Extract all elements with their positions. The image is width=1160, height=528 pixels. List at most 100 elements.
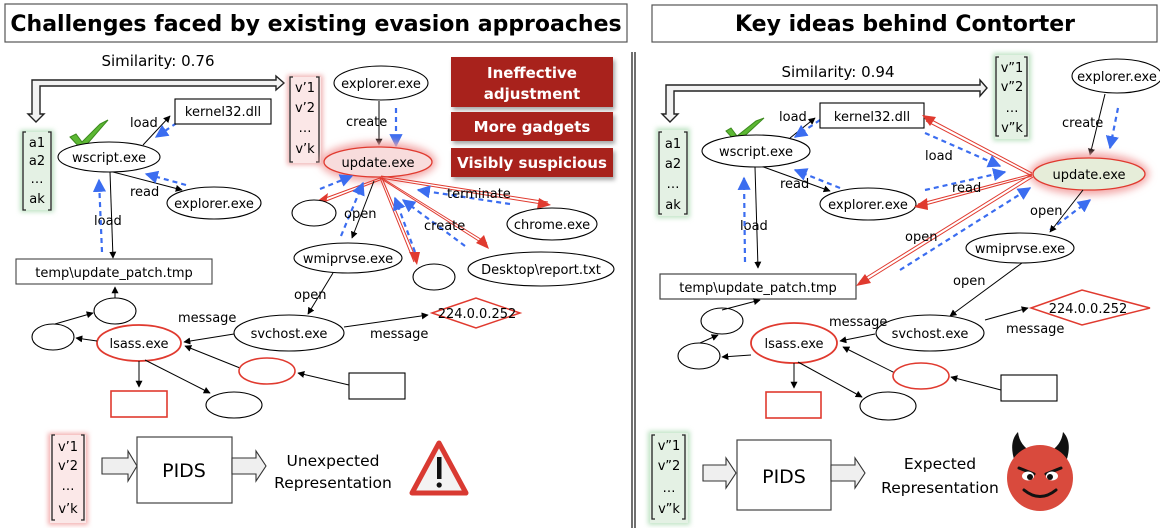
edge-label: message	[370, 327, 428, 342]
svg-text:wmiprvse.exe: wmiprvse.exe	[303, 252, 393, 267]
vec-v-item: v’k	[295, 142, 315, 157]
svg-text:v’2: v’2	[58, 459, 78, 474]
node-svchost	[233, 314, 345, 352]
svg-text:create: create	[1062, 116, 1103, 131]
svg-text:read: read	[952, 181, 981, 196]
svg-text:More gadgets: More gadgets	[474, 118, 591, 136]
left-vector-v	[289, 77, 321, 163]
node-wscript	[701, 134, 811, 168]
svg-text:PIDS: PIDS	[762, 466, 806, 488]
node-wmiprvse	[293, 242, 403, 274]
left-bottom-vector	[50, 435, 86, 523]
node-temp-file	[659, 273, 857, 300]
svg-text:a2: a2	[665, 157, 681, 172]
svg-text:v”1: v”1	[1001, 61, 1023, 76]
node-explorer-top	[333, 65, 429, 101]
right-vector-v	[995, 55, 1029, 139]
left-panel-title: Challenges faced by existing evasion app…	[10, 12, 621, 37]
node-box	[1000, 374, 1058, 402]
right-similarity-label: Similarity: 0.94	[781, 63, 894, 81]
svg-text:read: read	[780, 177, 809, 192]
badge-ineffective	[451, 57, 613, 107]
svg-text:PIDS: PIDS	[162, 460, 206, 482]
svg-text:Ineffective: Ineffective	[487, 64, 577, 82]
warning-icon	[409, 440, 469, 496]
edge-label: terminate	[447, 187, 511, 202]
svg-text:explorer.exe: explorer.exe	[174, 197, 254, 212]
left-title-box	[4, 3, 628, 43]
vec-v-item: v’2	[295, 101, 315, 116]
node-wmiprvse	[965, 232, 1075, 264]
svg-text:load: load	[925, 149, 953, 164]
node-anon	[93, 297, 137, 325]
svg-text:v”1: v”1	[658, 439, 680, 454]
svg-text:Desktop\report.txt: Desktop\report.txt	[481, 263, 601, 278]
left-vector-a	[22, 132, 52, 210]
vec-a-item: …	[31, 172, 44, 187]
svg-text:message: message	[1006, 322, 1064, 337]
svg-text:a1: a1	[665, 137, 681, 152]
svg-text:temp\update_patch.tmp: temp\update_patch.tmp	[35, 266, 193, 281]
output-arrow	[830, 456, 866, 490]
right-bottom-vector	[650, 433, 688, 523]
node-report	[467, 251, 615, 287]
vec-a-item: a2	[29, 154, 45, 169]
badge-visibly-suspicious	[451, 148, 613, 177]
node-anon	[412, 263, 456, 291]
svg-text:load: load	[779, 110, 807, 125]
svg-text:wmiprvse.exe: wmiprvse.exe	[975, 242, 1065, 257]
right-panel-title: Key ideas behind Contorter	[735, 12, 1075, 37]
right-vector-a	[658, 130, 688, 216]
edge-label: create	[346, 115, 387, 130]
edge-label: load	[94, 214, 122, 229]
devil-face-icon	[1007, 432, 1073, 511]
node-red-anon	[238, 357, 296, 385]
right-panel: Key ideas behind Contorter Similarity: 0…	[648, 4, 1160, 525]
svg-text:open: open	[1030, 204, 1062, 219]
svg-text:explorer.exe: explorer.exe	[1077, 70, 1157, 85]
node-red-box	[765, 391, 822, 419]
output-arrow	[231, 449, 267, 483]
node-red-anon	[892, 362, 950, 390]
node-ip	[1028, 289, 1151, 326]
svg-text:lsass.exe: lsass.exe	[109, 337, 168, 352]
edge-label: create	[424, 219, 465, 234]
svg-text:adjustment: adjustment	[484, 85, 580, 103]
node-update	[323, 146, 433, 178]
svg-text:v”2: v”2	[658, 459, 680, 474]
svg-text:kernel32.dll: kernel32.dll	[834, 110, 910, 125]
svg-text:ak: ak	[665, 198, 681, 213]
svg-text:explorer.exe: explorer.exe	[341, 77, 421, 92]
node-svchost	[875, 314, 985, 352]
svg-text:lsass.exe: lsass.exe	[764, 337, 823, 352]
svg-text:…: …	[1006, 101, 1019, 116]
svg-text:…: …	[62, 479, 75, 494]
node-anon	[291, 199, 337, 227]
svg-text:224.0.0.252: 224.0.0.252	[438, 307, 517, 322]
svg-text:svchost.exe: svchost.exe	[251, 327, 328, 342]
attack-edges	[319, 175, 549, 263]
svg-text:Visibly suspicious: Visibly suspicious	[457, 154, 607, 172]
node-kernel32	[174, 98, 272, 125]
node-anon	[205, 391, 263, 419]
node-kernel32	[819, 102, 925, 129]
edge-label: open	[344, 207, 376, 222]
vec-v-item: v’1	[295, 81, 315, 96]
node-wscript	[57, 141, 161, 173]
node-temp-file	[15, 258, 213, 285]
left-similarity-label: Similarity: 0.76	[101, 52, 214, 70]
svg-text:load: load	[740, 219, 768, 234]
pids-box	[136, 436, 233, 504]
svg-text:v”2: v”2	[1001, 80, 1023, 95]
badge-more-gadgets	[451, 112, 613, 141]
node-red-box	[110, 390, 168, 418]
node-anon	[677, 342, 721, 370]
similarity-arrow	[660, 78, 988, 123]
svg-text:Representation: Representation	[274, 474, 392, 492]
edge-label: read	[130, 185, 159, 200]
svg-text:wscript.exe: wscript.exe	[719, 145, 793, 160]
challenge-badges	[451, 57, 613, 177]
svg-text:kernel32.dll: kernel32.dll	[185, 105, 261, 120]
svg-text:Representation: Representation	[881, 479, 999, 497]
svg-text:temp\update_patch.tmp: temp\update_patch.tmp	[679, 281, 837, 296]
